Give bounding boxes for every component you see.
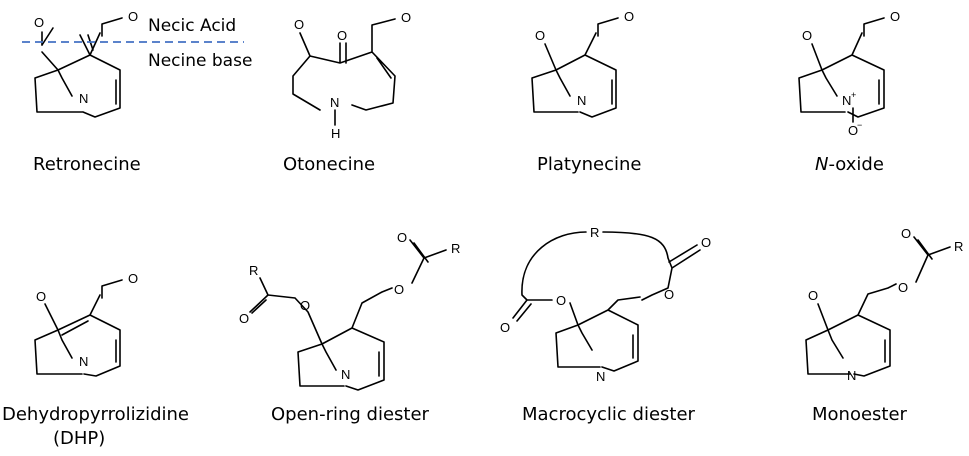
- atom-o-ester: O: [401, 10, 411, 25]
- atom-r-right: R: [451, 241, 460, 256]
- caption-open-ring-diester: Open-ring diester: [271, 404, 430, 425]
- atom-charge-plus: +: [851, 90, 856, 100]
- atom-o-hydroxyl: O: [802, 28, 812, 43]
- atom-o-ester: O: [128, 9, 138, 24]
- structure-dhp: O O N Dehydropyrrolizidine (DHP): [2, 271, 189, 449]
- atom-o-ester-right: O: [394, 282, 404, 297]
- atom-o-ester-right: O: [664, 287, 674, 302]
- structure-monoester: O O O R N Monoester: [805, 226, 963, 425]
- atom-n: N: [842, 93, 851, 108]
- atom-o-carbonyl-right: O: [701, 235, 711, 250]
- structure-macrocyclic-diester: R O O O O N Macrocyclic diester: [500, 225, 711, 425]
- atom-n: N: [577, 93, 586, 108]
- atom-n: N: [330, 95, 339, 110]
- atom-o-carbonyl-left: O: [239, 311, 249, 326]
- necic-acid-label: Necic Acid: [148, 16, 236, 36]
- atom-o-oxide: O: [848, 123, 858, 138]
- atom-o-ester: O: [890, 9, 900, 24]
- caption-dhp-line2: (DHP): [53, 428, 105, 449]
- caption-retronecine: Retronecine: [33, 154, 141, 175]
- structure-n-oxide: O O N + O − N-oxide: [798, 9, 900, 175]
- atom-r: R: [590, 225, 599, 240]
- atom-n: N: [847, 368, 856, 383]
- atom-n: N: [596, 369, 605, 384]
- atom-o-hydroxyl: O: [535, 28, 545, 43]
- structure-open-ring-diester: R O O O O R N Open-ring diester: [239, 230, 460, 425]
- necine-base-label: Necine base: [148, 51, 252, 71]
- atom-n: N: [79, 91, 88, 106]
- structure-platynecine: O O N Platynecine: [531, 9, 641, 175]
- structure-otonecine: O O O N H Otonecine: [283, 10, 411, 175]
- atom-o-carbonyl-left: O: [500, 320, 510, 335]
- atom-o-hydroxyl: O: [808, 288, 818, 303]
- atom-h: H: [331, 126, 340, 141]
- atom-charge-minus: −: [857, 120, 862, 130]
- caption-n-oxide: N-oxide: [815, 154, 884, 175]
- atom-o-ester-left: O: [556, 293, 566, 308]
- atom-n: N: [341, 367, 350, 382]
- atom-o-ester-left: O: [300, 298, 310, 313]
- caption-dhp-line1: Dehydropyrrolizidine: [2, 404, 189, 425]
- caption-otonecine: Otonecine: [283, 154, 375, 175]
- atom-r: R: [954, 239, 963, 254]
- atom-o-ketone: O: [337, 28, 347, 43]
- structure-retronecine: O O N Necic Acid Necine base Retronecine: [22, 9, 252, 175]
- atom-o-carbonyl: O: [901, 226, 911, 241]
- caption-platynecine: Platynecine: [537, 154, 641, 175]
- atom-n: N: [79, 354, 88, 369]
- caption-macrocyclic-diester: Macrocyclic diester: [522, 404, 696, 425]
- atom-o-ester: O: [898, 280, 908, 295]
- atom-o-carbonyl-right: O: [397, 230, 407, 245]
- atom-o-hydroxyl: O: [36, 289, 46, 304]
- atom-o-hydroxyl: O: [294, 17, 304, 32]
- atom-o-ester: O: [128, 271, 138, 286]
- atom-o-ester: O: [624, 9, 634, 24]
- atom-o-hydroxyl: O: [34, 15, 44, 30]
- atom-r-left: R: [249, 263, 258, 278]
- caption-monoester: Monoester: [812, 404, 908, 425]
